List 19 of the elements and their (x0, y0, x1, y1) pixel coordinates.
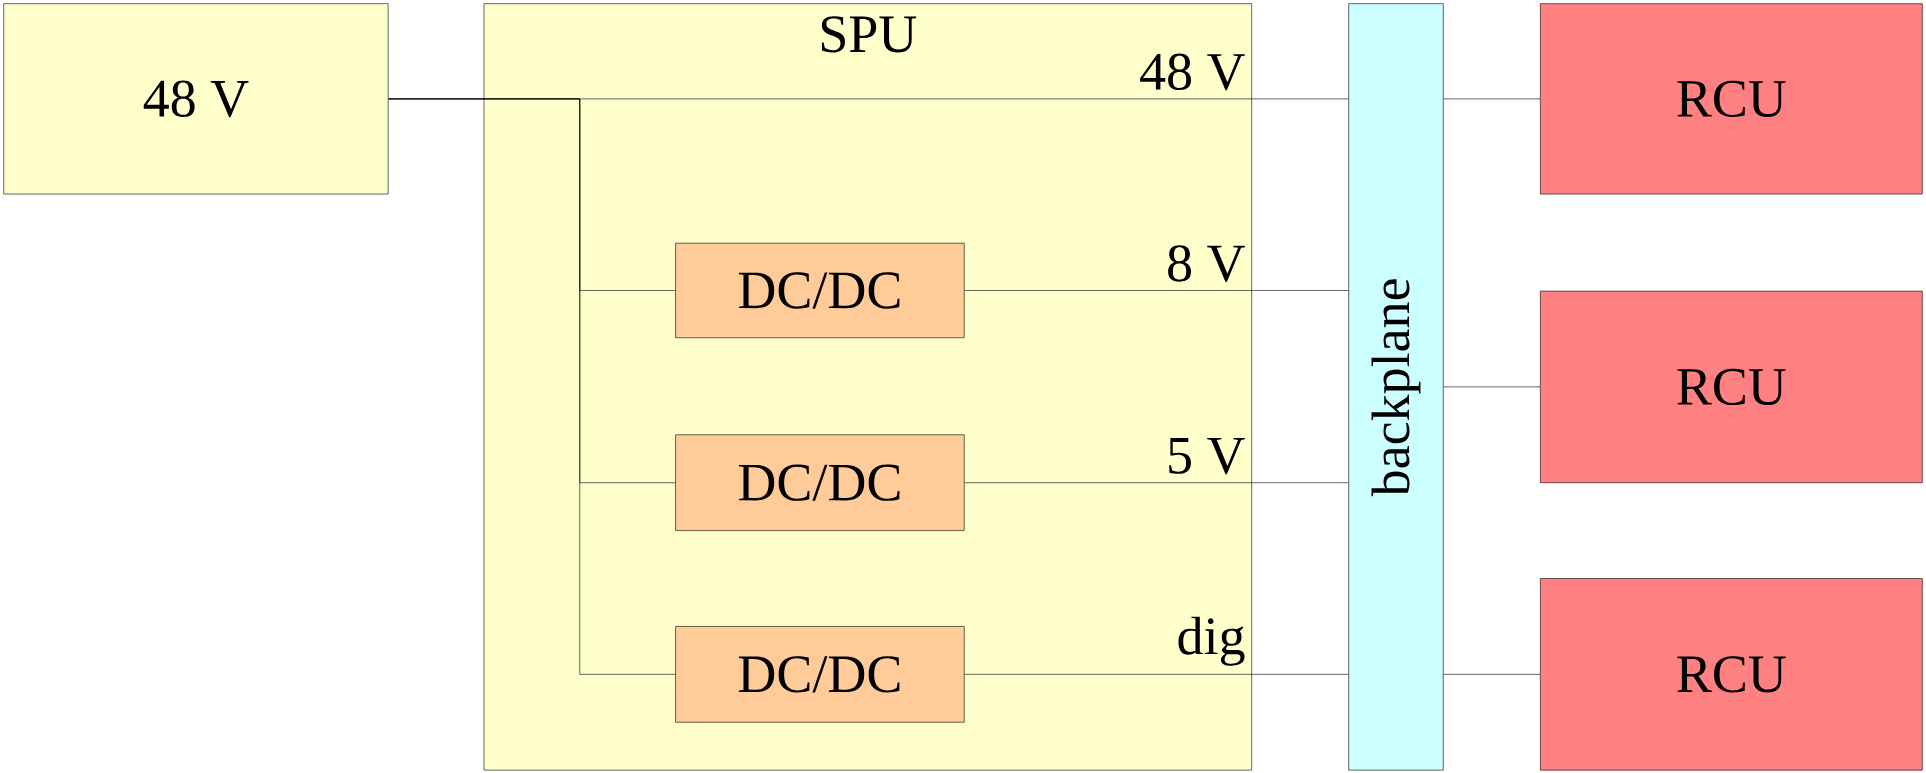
rcu-box: RCU (1540, 291, 1923, 484)
edge-label: 48 V (1138, 52, 1247, 92)
rcu-box: RCU (1540, 3, 1923, 195)
connector-line (964, 482, 1349, 484)
connector-line (1443, 386, 1541, 388)
converter-box: DC/DC (675, 243, 965, 339)
rcu-box: RCU (1540, 578, 1923, 771)
edge-label: 8 V (1165, 244, 1247, 284)
connector-line (1443, 98, 1541, 100)
converter-box: DC/DC (675, 434, 965, 532)
power-supply-box: 48 V (3, 3, 389, 195)
converter-box: DC/DC (675, 626, 965, 723)
backplane-bar: backplane (1348, 3, 1444, 771)
connector-line (964, 290, 1349, 291)
edge-label: 5 V (1165, 437, 1247, 476)
connector-line (388, 98, 676, 675)
connector-line (1443, 674, 1541, 675)
connector-line (964, 674, 1349, 675)
edge-label: dig (1175, 615, 1247, 667)
